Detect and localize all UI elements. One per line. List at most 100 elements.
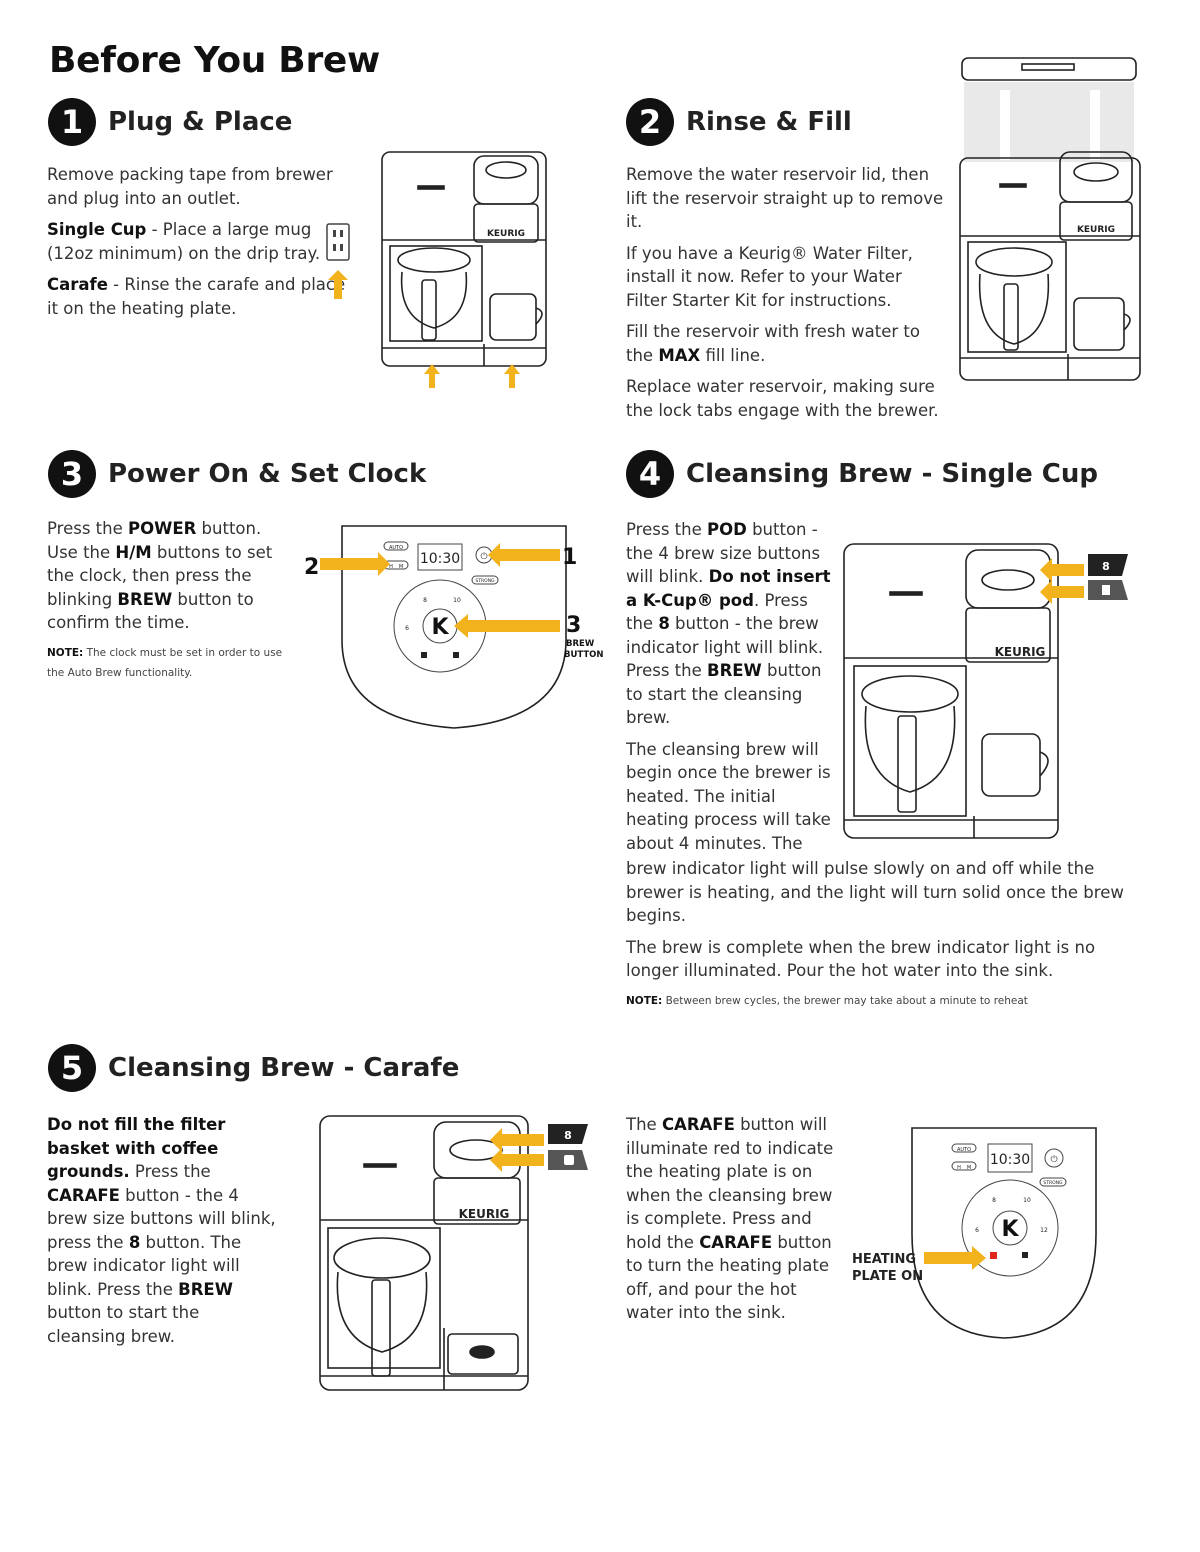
step-4-text-wide: brew indicator light will pulse slowly o… bbox=[626, 857, 1146, 1011]
step-5-text: Do not fill the filter basket with coffe… bbox=[47, 1113, 277, 1356]
paragraph: Do not fill the filter basket with coffe… bbox=[47, 1113, 277, 1348]
step-title: Rinse & Fill bbox=[686, 107, 852, 137]
bold-term: CARAFE bbox=[661, 1115, 735, 1134]
carafe-button-lit-icon bbox=[990, 1252, 997, 1259]
note: NOTE: Between brew cycles, the brewer ma… bbox=[626, 991, 1146, 1011]
text-span: button - the brew indicator light will b… bbox=[626, 614, 824, 680]
note-text: Between brew cycles, the brewer may take… bbox=[662, 994, 1028, 1007]
bold-term: MAX bbox=[658, 345, 701, 365]
bold-term: Do not fill the filter basket with coffe… bbox=[47, 1115, 226, 1181]
step-5-right-text: The CARAFE button will illuminate red to… bbox=[626, 1113, 841, 1333]
paragraph: The cleansing brew will begin once the b… bbox=[626, 739, 831, 853]
paragraph: Press the POWER button. Use the H/M butt… bbox=[47, 517, 292, 635]
step-1-header: 1 Plug & Place bbox=[48, 98, 292, 146]
step-1-text: Remove packing tape from brewer and plug… bbox=[47, 163, 347, 328]
brewer-reservoir-illustration: KEURIG bbox=[959, 57, 1141, 381]
size-8-badge bbox=[1088, 554, 1128, 576]
text-span: button - the 4 brew size buttons will bl… bbox=[47, 1185, 276, 1252]
brewer-carafe-illustration: KEURIG 8 bbox=[319, 1115, 588, 1391]
bold-term: POWER bbox=[128, 519, 197, 538]
brand-logo: KEURIG bbox=[459, 1207, 510, 1221]
text-span: button. The brew indicator light will bl… bbox=[47, 1232, 242, 1299]
step-title: Cleansing Brew - Carafe bbox=[108, 1053, 460, 1083]
bold-term: BREW bbox=[178, 1279, 233, 1299]
auto-button: AUTO bbox=[389, 545, 403, 551]
paragraph: Press the POD button - the 4 brew size b… bbox=[626, 518, 838, 730]
hour-button: H bbox=[389, 564, 393, 570]
text-span: Fill the reservoir with fresh water to t… bbox=[626, 322, 920, 365]
arrow-icon bbox=[490, 1128, 544, 1152]
step-5-header: 5 Cleansing Brew - Carafe bbox=[48, 1044, 459, 1092]
size-10-button: 10 bbox=[1023, 1197, 1031, 1204]
brew-k-icon: K bbox=[431, 615, 449, 640]
note-text: The clock must be set in order to use th… bbox=[47, 646, 283, 679]
auto-button: AUTO bbox=[957, 1147, 971, 1153]
text-span: button to turn the heating plate off, an… bbox=[626, 1232, 832, 1323]
control-panel-illustration: AUTO H M 10:30 ⏻ STRONG K 8 10 6 2 1 3 B… bbox=[304, 525, 604, 729]
text-span: button will illuminate red to indicate t… bbox=[626, 1115, 834, 1252]
text-span: Press the bbox=[47, 519, 128, 538]
note: NOTE: The clock must be set in order to … bbox=[47, 643, 292, 683]
text-span: button - the 4 brew size buttons will bl… bbox=[626, 520, 821, 586]
paragraph: Remove the water reservoir lid, then lif… bbox=[626, 165, 944, 231]
paragraph: Single Cup - Place a large mug (12oz min… bbox=[47, 218, 347, 265]
size-10-button: 10 bbox=[453, 597, 461, 604]
text-span: Press the bbox=[626, 520, 707, 539]
pod-button-icon bbox=[1022, 1252, 1028, 1258]
note-label: NOTE: bbox=[626, 994, 663, 1007]
size-8-badge bbox=[548, 1124, 588, 1144]
text-span: The bbox=[626, 1115, 662, 1134]
callout-label: HEATING bbox=[852, 1252, 916, 1267]
paragraph: The brew is complete when the brew indic… bbox=[626, 937, 1096, 981]
power-icon: ⏻ bbox=[480, 551, 487, 562]
step-2-header: 2 Rinse & Fill bbox=[626, 98, 852, 146]
text-span: - Rinse the carafe and place it on the h… bbox=[47, 275, 346, 318]
note-label: NOTE: bbox=[47, 646, 84, 659]
minute-button: M bbox=[399, 564, 403, 570]
size-12-button: 12 bbox=[1040, 1227, 1048, 1234]
brand-logo: KEURIG bbox=[1077, 225, 1115, 235]
step-4-text-narrow: Press the POD button - the 4 brew size b… bbox=[626, 518, 838, 855]
carafe-button-icon bbox=[421, 652, 427, 658]
step-2-text: Remove the water reservoir lid, then lif… bbox=[626, 163, 946, 430]
text-span: button. Use the bbox=[47, 519, 262, 562]
arrow-icon bbox=[488, 543, 560, 567]
callout-label: BREW bbox=[566, 639, 595, 649]
bold-term: CARAFE bbox=[47, 1185, 120, 1205]
paragraph: The CARAFE button will illuminate red to… bbox=[626, 1113, 841, 1325]
text-span: . Press the bbox=[626, 590, 808, 634]
callout-number: 3 bbox=[566, 613, 581, 638]
bold-term: Single Cup bbox=[47, 220, 147, 239]
outlet-illustration bbox=[326, 223, 350, 299]
hour-button: H bbox=[957, 1165, 961, 1171]
text-span: button to start the cleansing brew. bbox=[626, 661, 822, 727]
minute-button: M bbox=[967, 1165, 971, 1171]
step-title: Cleansing Brew - Single Cup bbox=[686, 459, 1098, 489]
pod-button-icon bbox=[453, 652, 459, 658]
step-number-badge: 4 bbox=[626, 450, 674, 498]
callout-number: 1 bbox=[562, 545, 577, 570]
brewer-illustration: KEURIG 8 bbox=[843, 543, 1128, 839]
step-number-badge: 1 bbox=[48, 98, 96, 146]
brewer-illustration: KEURIG bbox=[381, 151, 547, 388]
bold-term: Carafe bbox=[47, 275, 108, 294]
arrow-icon bbox=[490, 1148, 544, 1172]
power-icon: ⏻ bbox=[1050, 1154, 1057, 1165]
text-span: button to start the cleansing brew. bbox=[47, 1303, 200, 1346]
pod-icon bbox=[1102, 585, 1110, 595]
size-8-button: 8 bbox=[423, 597, 427, 604]
text-span: Press the bbox=[129, 1162, 211, 1181]
paragraph: Replace water reservoir, making sure the… bbox=[626, 377, 939, 420]
step-number-badge: 2 bbox=[626, 98, 674, 146]
clock-display: 10:30 bbox=[990, 1152, 1030, 1168]
text-span: - Place a large mug (12oz minimum) on th… bbox=[47, 220, 321, 263]
arrow-icon bbox=[1040, 558, 1084, 582]
size-6-button: 6 bbox=[975, 1227, 979, 1234]
arrow-icon bbox=[1040, 580, 1084, 604]
size-6-button: 6 bbox=[405, 625, 409, 632]
badge-label: 8 bbox=[1102, 560, 1110, 573]
badge-label: 8 bbox=[564, 1129, 572, 1142]
text-span: fill line. bbox=[700, 345, 766, 365]
step-3-header: 3 Power On & Set Clock bbox=[48, 450, 426, 498]
bold-term: CARAFE bbox=[699, 1232, 773, 1252]
